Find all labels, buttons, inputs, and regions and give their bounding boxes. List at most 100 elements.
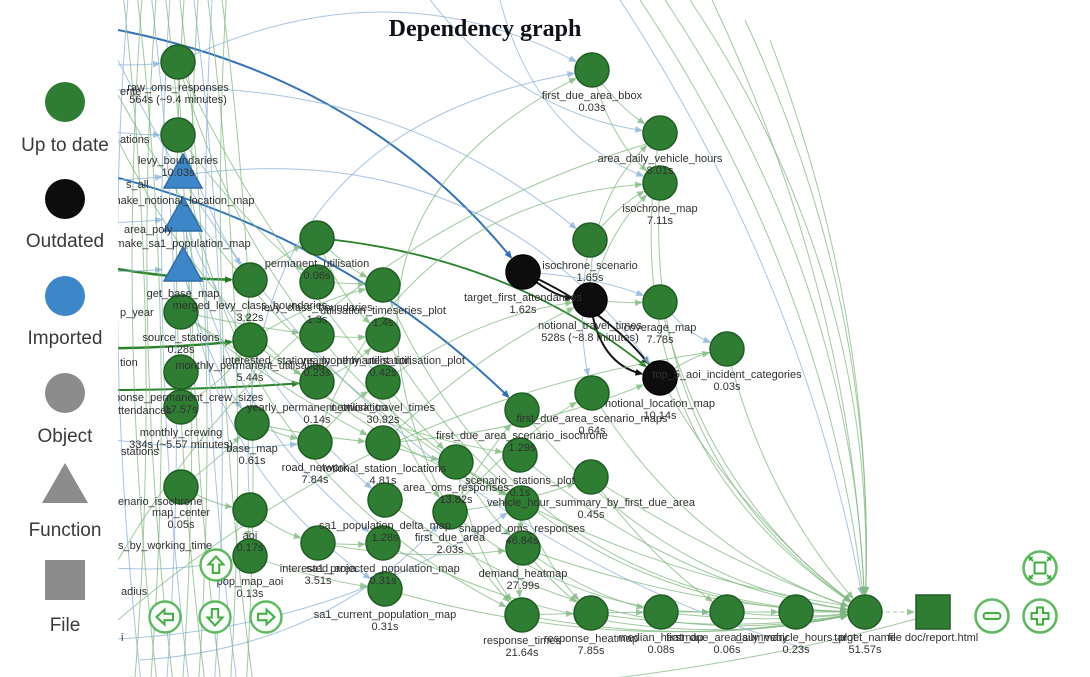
legend-item-function: Function bbox=[29, 463, 101, 541]
node-first_due_area[interactable] bbox=[432, 494, 468, 530]
zoom-in-button[interactable] bbox=[1022, 598, 1058, 634]
node-time-label: 0.05s bbox=[168, 519, 195, 531]
node-aoi[interactable] bbox=[232, 492, 268, 528]
node-permanent_utilisation[interactable] bbox=[299, 220, 335, 256]
node-yearly_permanent_utilisation[interactable] bbox=[299, 364, 335, 400]
node-merged_levy_class_boundaries[interactable] bbox=[232, 262, 268, 298]
node-scenario_stations_plot[interactable] bbox=[502, 437, 538, 473]
node-label: interested_stations_monthly_utilisation bbox=[223, 355, 412, 367]
node-top_5_aoi_incident_categories[interactable] bbox=[709, 331, 745, 367]
edge-arrowhead bbox=[502, 527, 512, 536]
node-map_center[interactable] bbox=[163, 469, 199, 505]
node-first_due_area_scenario_maps[interactable] bbox=[574, 375, 610, 411]
node-report_file[interactable] bbox=[915, 594, 951, 630]
node-raw_oms_responses[interactable] bbox=[160, 44, 196, 80]
node-response_permanent_crew_sizes[interactable] bbox=[163, 354, 199, 390]
edge-arrowhead bbox=[568, 55, 577, 63]
pan-left-button[interactable] bbox=[148, 600, 182, 634]
node-daily_vehicle_hours_plot[interactable] bbox=[778, 594, 814, 630]
node-notional_travel_times[interactable] bbox=[572, 282, 608, 318]
node-network_travel_times[interactable] bbox=[365, 364, 401, 400]
node-time-label: 0.06s bbox=[714, 644, 741, 656]
edge-arrowhead bbox=[704, 594, 714, 603]
edge-arrowhead bbox=[224, 276, 234, 284]
node-sa1_projected_population_map[interactable] bbox=[365, 525, 401, 561]
edge bbox=[396, 78, 576, 513]
pan-down-button[interactable] bbox=[198, 600, 232, 634]
node-demand_heatmap[interactable] bbox=[505, 530, 541, 566]
node-area_daily_vehicle_hours[interactable] bbox=[642, 115, 678, 151]
node-levy_boundaries[interactable] bbox=[160, 117, 196, 153]
node-response_heatmap[interactable] bbox=[573, 595, 609, 631]
legend: Up to dateOutdatedImportedObjectFunction… bbox=[21, 82, 109, 636]
clipped-node-label: enario_isochrone bbox=[118, 496, 202, 508]
node-monthly_permanent_utilisation[interactable] bbox=[232, 322, 268, 358]
clipped-node-label: i bbox=[121, 632, 123, 644]
node-make_notional_location_map[interactable] bbox=[162, 152, 204, 189]
legend-circle-swatch bbox=[45, 276, 85, 316]
node-response_times[interactable] bbox=[504, 597, 540, 633]
node-source_stations[interactable] bbox=[163, 294, 199, 330]
node-isochrone_map[interactable] bbox=[642, 165, 678, 201]
legend-label: Imported bbox=[28, 328, 103, 349]
node-yearly_permanent_utilisation_plot[interactable] bbox=[365, 317, 401, 353]
node-monthly_crewing[interactable] bbox=[163, 389, 199, 425]
node-sa1_population_delta_map[interactable] bbox=[367, 482, 403, 518]
node-levy_class_boundaries[interactable] bbox=[299, 264, 335, 300]
edge bbox=[118, 513, 507, 640]
edge bbox=[317, 542, 505, 556]
edge-arrowhead bbox=[566, 71, 576, 78]
node-label: yearly_permanent_utilisation bbox=[247, 402, 387, 414]
edge-arrowhead bbox=[234, 400, 243, 410]
zoom-out-button[interactable] bbox=[974, 598, 1010, 634]
node-snapped_oms_responses[interactable] bbox=[504, 485, 540, 521]
node-sa1_current_population_map[interactable] bbox=[367, 571, 403, 607]
node-interested_area[interactable] bbox=[300, 525, 336, 561]
node-first_due_area_scenario_isochrone[interactable] bbox=[504, 392, 540, 428]
node-label: road_network bbox=[282, 462, 349, 474]
node-pop_map_aoi[interactable] bbox=[232, 538, 268, 574]
edge-arrowhead bbox=[361, 524, 370, 533]
fit-button-circle bbox=[1022, 550, 1058, 586]
node-median_heatmap[interactable] bbox=[643, 594, 679, 630]
node-first_due_area_summary[interactable] bbox=[709, 594, 745, 630]
node-target_name[interactable] bbox=[847, 594, 883, 630]
edge-arrowhead bbox=[359, 582, 369, 589]
node-make_sa1_population_map[interactable] bbox=[162, 195, 204, 232]
edge bbox=[455, 461, 512, 601]
edge bbox=[137, 0, 162, 677]
node-utilisation_timeseries_plot[interactable] bbox=[365, 267, 401, 303]
edge-arrowhead bbox=[583, 367, 591, 377]
node-interested_stations_monthly_utilisation[interactable] bbox=[299, 317, 335, 353]
node-label: utilisation_timeseries_plot bbox=[320, 305, 446, 317]
edge-arrowhead bbox=[635, 289, 645, 297]
edge-arrowhead bbox=[639, 194, 648, 203]
pan-right-button[interactable] bbox=[249, 600, 283, 634]
node-label: first_due_area bbox=[415, 532, 486, 544]
node-road_network[interactable] bbox=[297, 424, 333, 460]
edge bbox=[689, 0, 867, 594]
edge-arrowhead bbox=[634, 299, 644, 307]
node-time-label: 0.13s bbox=[237, 588, 264, 600]
node-vehicle_hour_summary_by_first_due_area[interactable] bbox=[573, 459, 609, 495]
node-base_map[interactable] bbox=[234, 405, 270, 441]
legend-label: Object bbox=[38, 426, 94, 447]
node-time-label: 0.06s bbox=[304, 270, 331, 282]
node-isochrone_scenario[interactable] bbox=[572, 222, 608, 258]
node-notional_location_map[interactable] bbox=[642, 360, 678, 396]
node-label: make_sa1_population_map bbox=[115, 238, 250, 250]
pan-up-button[interactable] bbox=[199, 548, 233, 582]
node-notional_station_locations[interactable] bbox=[365, 425, 401, 461]
fit-button[interactable] bbox=[1022, 550, 1058, 586]
node-coverage_map[interactable] bbox=[642, 284, 678, 320]
edge-arrowhead bbox=[517, 522, 524, 532]
edge-arrowhead bbox=[499, 512, 508, 520]
edge-arrowhead bbox=[504, 250, 513, 259]
node-target_first_attendances[interactable] bbox=[505, 254, 541, 290]
node-first_due_area_bbox[interactable] bbox=[574, 52, 610, 88]
node-area_oms_responses[interactable] bbox=[438, 444, 474, 480]
edge bbox=[118, 94, 863, 609]
clipped-node-label: s_by_working_time bbox=[118, 540, 212, 552]
node-get_base_map[interactable] bbox=[162, 245, 204, 282]
